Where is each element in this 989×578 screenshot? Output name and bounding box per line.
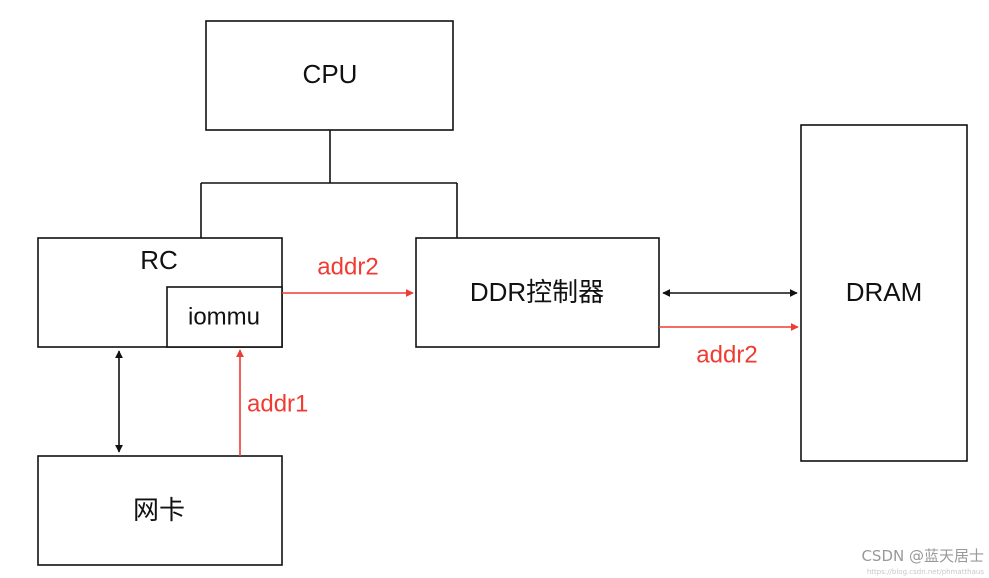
cpu-label: CPU xyxy=(303,59,358,89)
cpu-node: CPU xyxy=(205,20,454,131)
watermark-text: CSDN @蓝天居士 xyxy=(861,547,984,565)
ddr-controller-node: DDR控制器 xyxy=(415,237,660,348)
nic-label: 网卡 xyxy=(133,495,185,525)
rc-label: RC xyxy=(140,245,178,275)
addr1-label: addr1 xyxy=(247,390,308,417)
iommu-node: iommu xyxy=(166,286,283,348)
cpu-bus xyxy=(200,130,458,238)
dram-node: DRAM xyxy=(800,124,968,462)
nic-node: 网卡 xyxy=(37,455,283,566)
ddr-controller-label: DDR控制器 xyxy=(470,277,604,307)
watermark-url: https://blog.csdn.net/phmatthaus xyxy=(867,568,985,576)
watermark: CSDN @蓝天居士 https://blog.csdn.net/phmatth… xyxy=(861,547,984,576)
addr2-label-bottom: addr2 xyxy=(696,341,757,368)
addr2-label-top: addr2 xyxy=(317,253,378,280)
iommu-label: iommu xyxy=(188,303,260,330)
rc-node: RC iommu xyxy=(37,237,283,348)
dram-label: DRAM xyxy=(846,277,923,307)
